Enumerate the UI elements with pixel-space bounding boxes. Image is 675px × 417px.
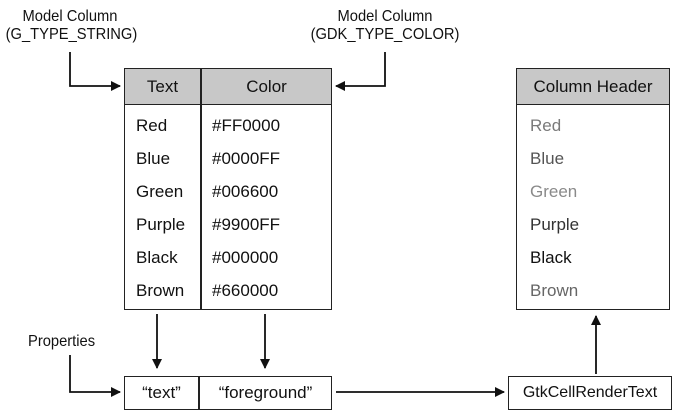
header-color: Color: [246, 77, 287, 96]
property-divider: [198, 377, 200, 409]
cell-renderer-box: GtkCellRenderText: [508, 376, 672, 410]
cell-text: Black: [136, 248, 178, 267]
model-column-type: (GDK_TYPE_COLOR): [310, 26, 460, 43]
model-column-label-string: Model Column (G_TYPE_STRING): [5, 8, 138, 44]
arrow-properties-label: [69, 355, 121, 397]
cell-color: #660000: [212, 281, 279, 300]
cell-text: Green: [136, 182, 184, 201]
cell-text: Red: [136, 116, 168, 135]
property-foreground: “foreground”: [218, 383, 313, 402]
model-column-label-color: Model Column (GDK_TYPE_COLOR): [307, 8, 463, 44]
header-text: Text: [146, 77, 179, 96]
arrow-string-to-text: [69, 52, 121, 91]
cell-color: #000000: [212, 248, 279, 267]
arrow-color-to-color: [335, 52, 386, 91]
model-column-title: Model Column: [22, 8, 118, 25]
model-column-title: Model Column: [337, 8, 433, 25]
view-cell: Purple: [530, 215, 580, 234]
cell-color: #0000FF: [212, 149, 281, 168]
view-cell: Brown: [530, 281, 579, 300]
column-header: Column Header: [517, 69, 669, 105]
column-divider: [200, 69, 202, 309]
cell-color: #006600: [212, 182, 279, 201]
property-text: “text”: [142, 383, 181, 402]
properties-box: “text” “foreground”: [124, 376, 332, 410]
view-column: Column Header Red Blue Green Purple Blac…: [516, 68, 670, 310]
properties-label: Properties: [28, 333, 96, 350]
model-column-type: (G_TYPE_STRING): [5, 26, 138, 43]
view-cell: Green: [530, 182, 578, 201]
view-cell: Red: [530, 116, 562, 135]
cell-text: Purple: [136, 215, 186, 234]
model-table-header: [125, 69, 331, 105]
view-cell: Black: [530, 248, 572, 267]
model-table: Text Color Red #FF0000 Blue #0000FF Gree…: [124, 68, 332, 310]
view-cell: Blue: [530, 149, 565, 168]
cell-text: Blue: [136, 149, 171, 168]
cell-text: Brown: [136, 281, 185, 300]
cell-color: #FF0000: [212, 116, 281, 135]
cell-color: #9900FF: [212, 215, 281, 234]
